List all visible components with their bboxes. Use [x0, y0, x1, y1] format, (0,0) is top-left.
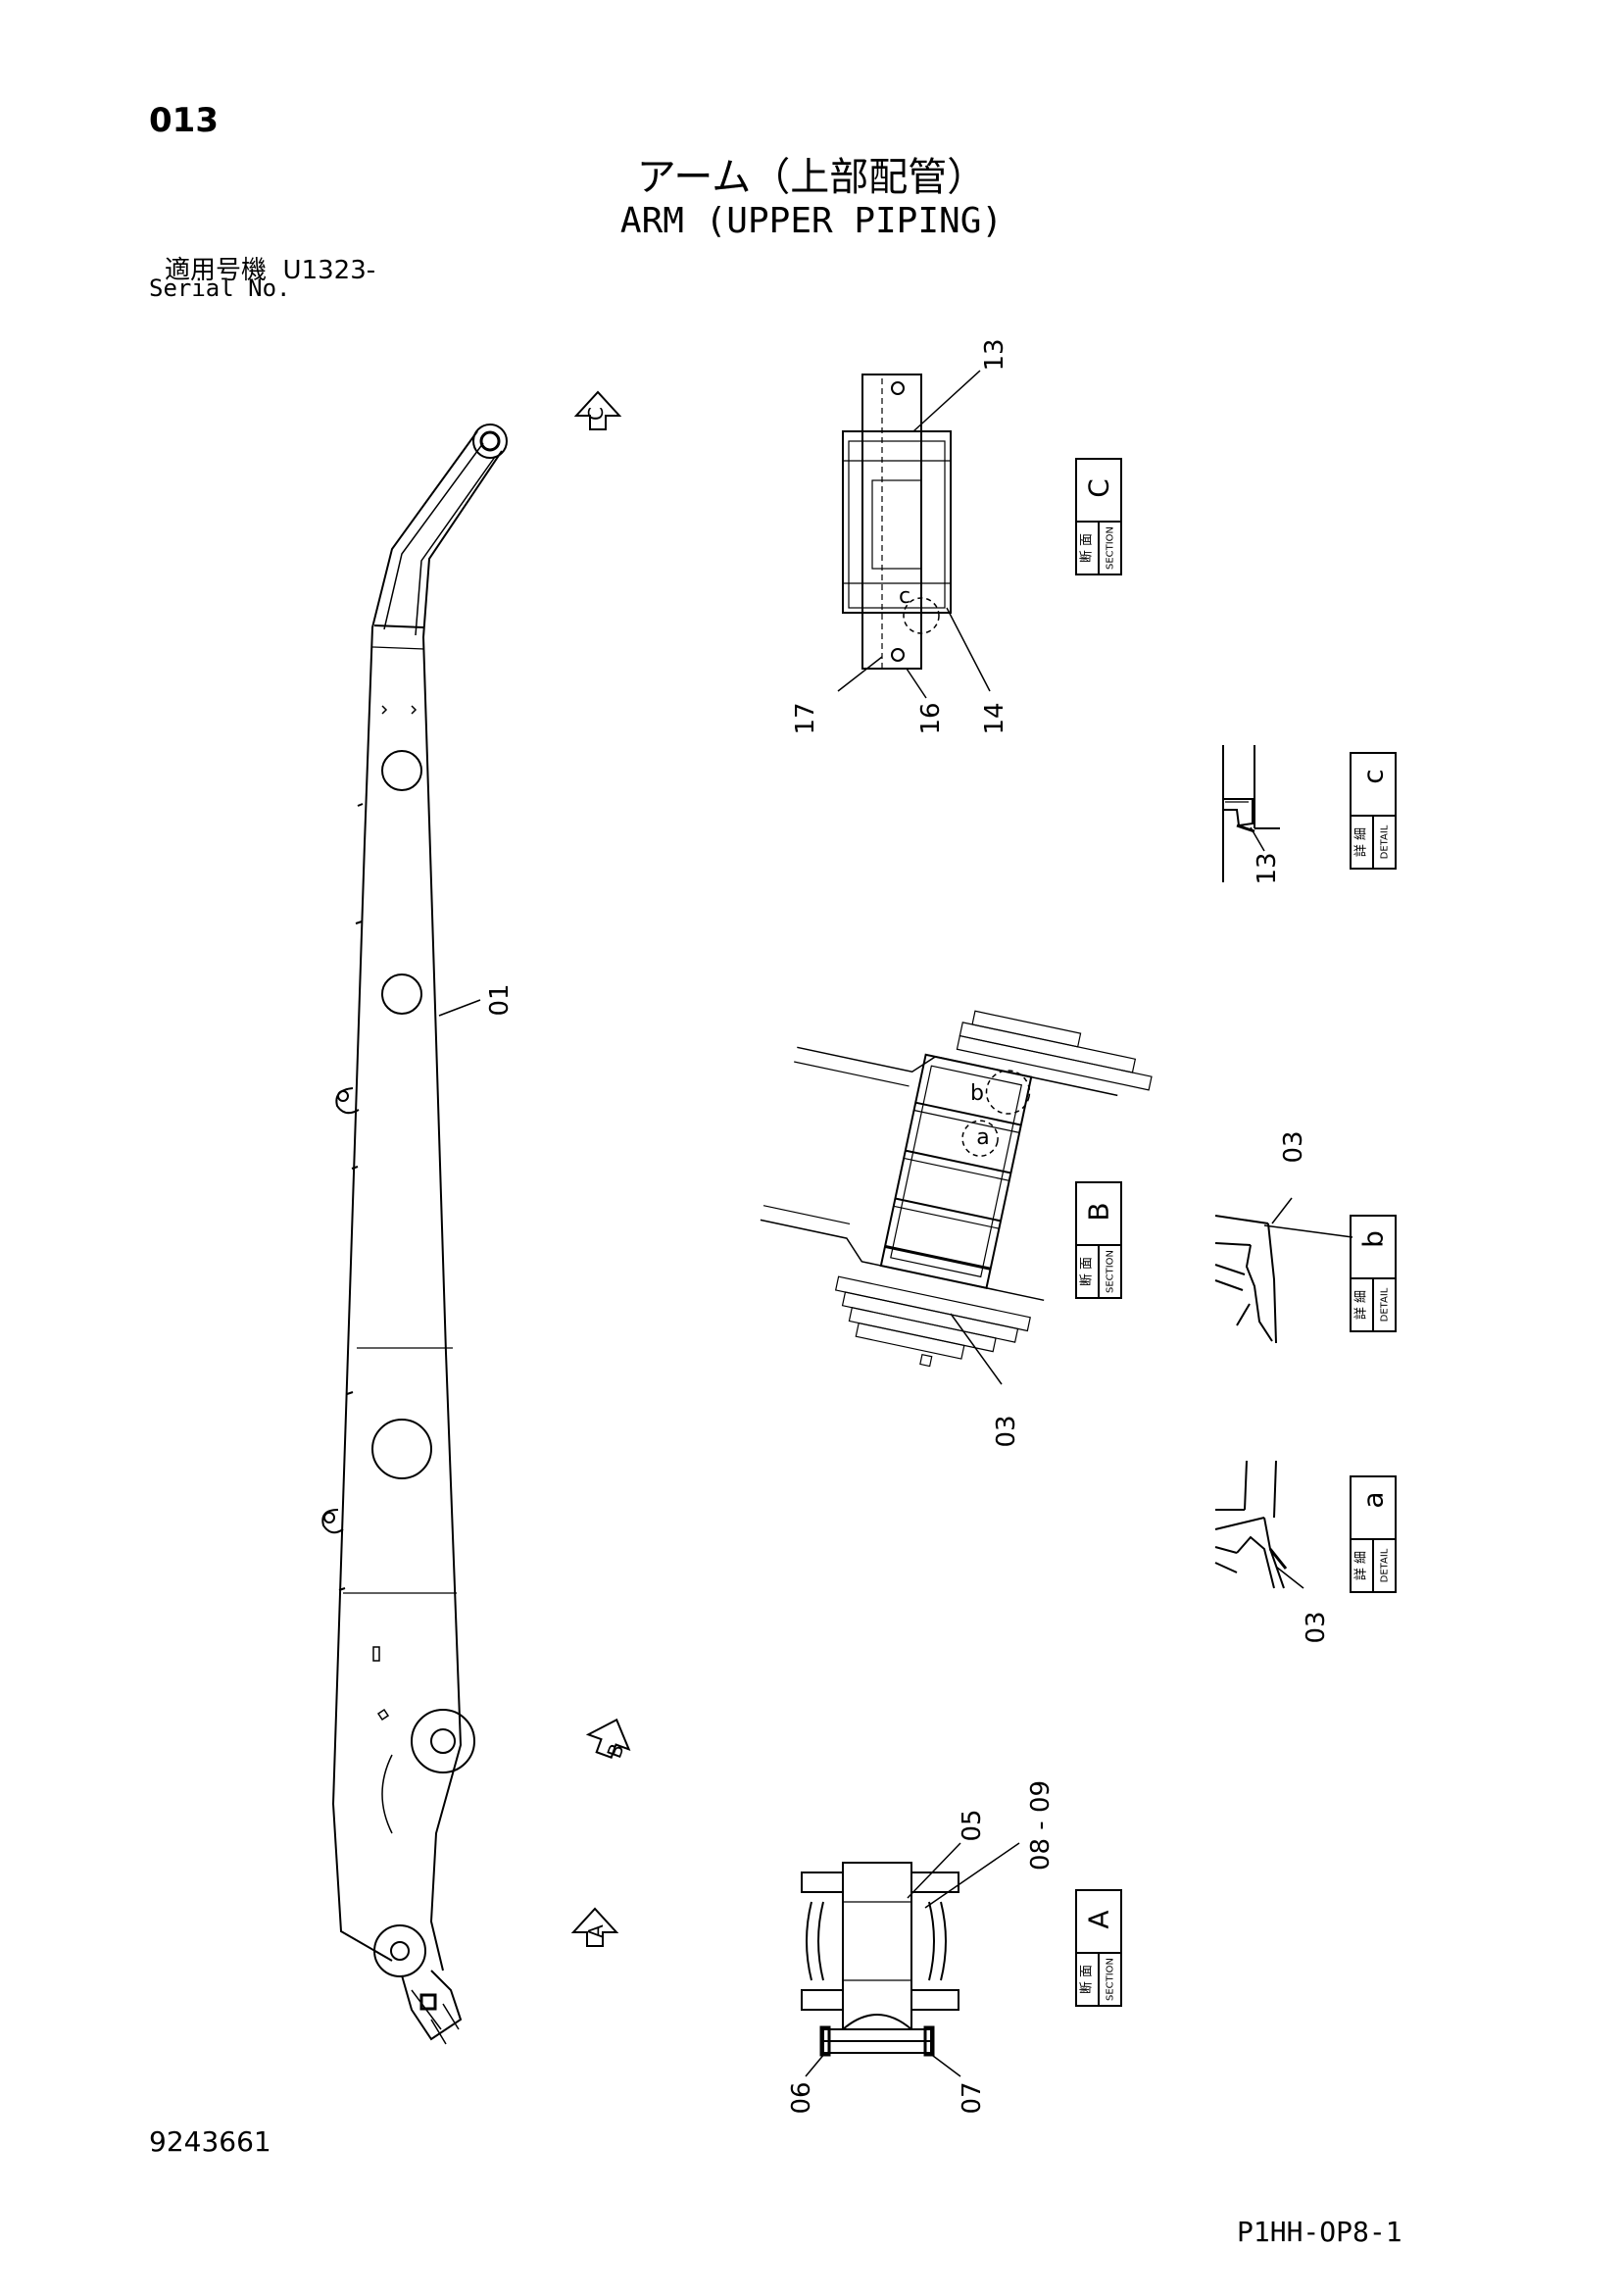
- page-code: P1HH-OP8-1: [1237, 2216, 1402, 2248]
- arm-outline: [321, 424, 508, 2045]
- part-number-c-17: 17: [791, 702, 820, 734]
- section-a-label: [1075, 1889, 1122, 2007]
- serial-label-jp: 適用号機 U1323-: [165, 250, 375, 286]
- detail-a-label: [1350, 1475, 1397, 1593]
- view-arrow-b: B: [585, 1718, 631, 1762]
- detail-b-label: [1350, 1215, 1397, 1332]
- part-number-a-06: 06: [787, 2081, 816, 2114]
- part-number-c-13: 13: [980, 338, 1009, 371]
- part-number-detail-a-03: 03: [1302, 1611, 1331, 1643]
- detail-a-en: DETAIL: [1380, 1548, 1391, 1582]
- detail-a-jp: 詳 細: [1353, 1551, 1369, 1580]
- section-c-drawing: [842, 374, 952, 670]
- section-c-en: SECTION: [1106, 526, 1116, 570]
- part-number-a-08-09: 08 - 09: [1026, 1780, 1056, 1871]
- section-c-label: [1075, 458, 1122, 575]
- section-c-jp: 断 面: [1080, 533, 1095, 563]
- detail-a-drawing: [1214, 1460, 1288, 1589]
- serial-label-jp-text: 適用号機: [165, 256, 268, 285]
- detail-circle-b-label: b: [970, 1081, 984, 1106]
- detail-b-jp: 詳 細: [1353, 1290, 1369, 1320]
- section-a-jp: 断 面: [1080, 1965, 1095, 1994]
- view-arrow-c: C: [573, 390, 622, 430]
- serial-label-en: Serial No.: [149, 275, 291, 302]
- section-b-letter: B: [1083, 1202, 1115, 1221]
- detail-circle-c-label: c: [899, 584, 910, 609]
- view-arrow-c-label: C: [584, 407, 608, 421]
- part-number-a-07: 07: [958, 2081, 987, 2114]
- section-b-drawing: [760, 1010, 1153, 1368]
- part-number-detail-b-03: 03: [1279, 1130, 1308, 1163]
- detail-b-letter: b: [1357, 1230, 1390, 1248]
- detail-c-drawing: [1222, 745, 1280, 882]
- leader-line: [438, 999, 481, 1017]
- part-number-c-14: 14: [980, 702, 1009, 734]
- part-number-detail-c-13: 13: [1253, 852, 1282, 884]
- page-number: 013: [149, 101, 219, 140]
- detail-c-en: DETAIL: [1380, 824, 1391, 859]
- section-b-en: SECTION: [1106, 1250, 1116, 1293]
- page-title-en: ARM (UPPER PIPING): [619, 201, 1004, 241]
- section-c-letter: C: [1083, 478, 1115, 498]
- view-arrow-a-label: A: [584, 1924, 608, 1938]
- serial-value: U1323-: [282, 256, 376, 285]
- section-a-letter: A: [1083, 1910, 1115, 1928]
- detail-b-drawing: [1214, 1215, 1353, 1344]
- section-a-drawing: [801, 1862, 959, 2057]
- part-number-01: 01: [485, 983, 515, 1016]
- detail-c-jp: 詳 細: [1353, 827, 1369, 857]
- section-a-en: SECTION: [1106, 1958, 1116, 2001]
- detail-circle-a-label: a: [976, 1125, 989, 1150]
- page-title-jp: アーム（上部配管）: [636, 155, 987, 200]
- section-b-jp: 断 面: [1080, 1257, 1095, 1286]
- section-b-label: [1075, 1181, 1122, 1299]
- document-number: 9243661: [149, 2125, 271, 2158]
- view-arrow-a: A: [570, 1907, 619, 1947]
- part-number-c-16: 16: [916, 702, 946, 734]
- detail-b-en: DETAIL: [1380, 1287, 1391, 1322]
- part-number-a-05: 05: [958, 1809, 987, 1841]
- detail-c-letter: c: [1357, 769, 1390, 783]
- detail-c-label: [1350, 752, 1397, 870]
- detail-a-letter: a: [1357, 1491, 1390, 1508]
- part-number-b-03: 03: [992, 1415, 1021, 1447]
